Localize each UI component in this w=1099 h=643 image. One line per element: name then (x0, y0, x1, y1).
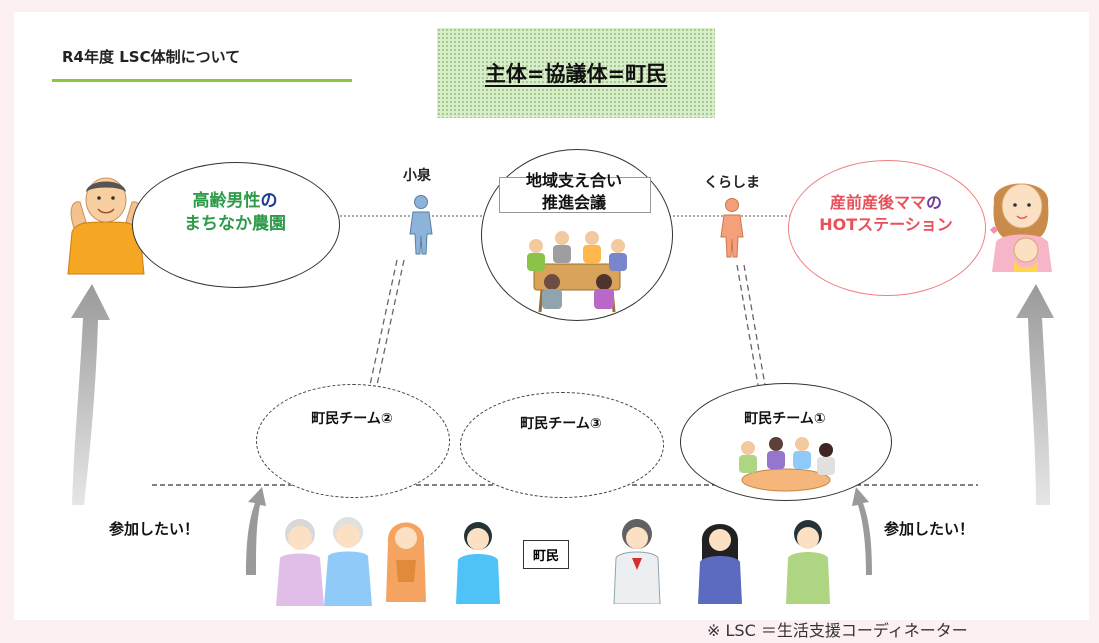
council-bubble-text: 地域支え合い 推進会議 (494, 170, 654, 213)
team2-ellipse (256, 384, 450, 498)
farm-bubble-text: 高齢男性の まちなか農園 (140, 190, 330, 236)
double-line-left-a (369, 259, 398, 386)
elderly-couple-illustration (276, 517, 372, 606)
team1-meeting-illustration (739, 437, 835, 492)
person-icon-koizumi (409, 195, 433, 255)
hot-title-part2: の (926, 193, 943, 212)
person-green-boy (786, 520, 830, 604)
farm-title-part1: 高齢男性 (192, 191, 261, 211)
hot-station-bubble-text: 産前産後ママの HOTステーション (790, 192, 982, 235)
hot-station-bubble (788, 160, 986, 296)
mother-baby-illustration (990, 183, 1052, 272)
label-kurashima: くらしま (704, 175, 760, 191)
section-heading: R4年度 LSC体制について (62, 48, 241, 66)
double-line-right-a (736, 264, 759, 386)
small-arrow-left (246, 487, 266, 575)
big-arrow-left (71, 284, 110, 505)
hot-title-line2: HOTステーション (819, 214, 953, 234)
double-line-left-b (376, 259, 405, 386)
meeting-illustration (527, 231, 627, 313)
council-label-box (499, 177, 651, 213)
hot-title-part1: 産前産後ママ (829, 193, 926, 212)
person-dark-hair (698, 524, 742, 604)
double-line-right-b (743, 264, 766, 386)
farm-bubble (132, 162, 340, 288)
person-teal-hoodie (456, 522, 500, 604)
footnote: ※ LSC ＝生活支援コーディネーター (707, 621, 968, 640)
team2-label: 町民チーム② (311, 411, 393, 427)
banner-text: 主体=協議体=町民 (484, 62, 668, 86)
person-orange-hood (386, 522, 426, 602)
join-label-right: 参加したい！ (884, 520, 975, 538)
farm-title-part2: の (260, 191, 278, 211)
big-arrow-right (1016, 284, 1054, 505)
person-icon-kurashima (720, 198, 744, 258)
join-label-left: 参加したい！ (109, 520, 200, 538)
team1-label: 町民チーム① (744, 411, 826, 427)
heading-underline (52, 79, 352, 82)
council-title-line2: 推進会議 (541, 192, 606, 212)
chomin-label-box: 町民 (523, 540, 570, 569)
small-arrow-right (852, 487, 872, 575)
label-koizumi: 小泉 (403, 168, 431, 184)
team3-ellipse (460, 392, 664, 498)
team3-label: 町民チーム③ (520, 416, 602, 432)
banner-box: 主体=協議体=町民 (437, 28, 715, 118)
council-title-line1: 地域支え合い (525, 171, 622, 190)
person-student-girl (613, 519, 661, 604)
farm-title-line2: まちなか農園 (184, 213, 286, 234)
